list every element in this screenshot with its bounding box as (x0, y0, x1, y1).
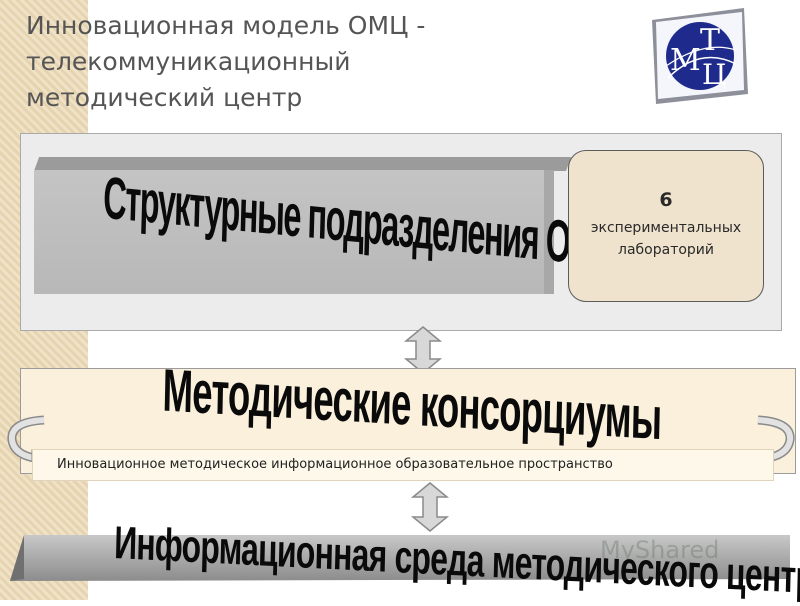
labs-count: 6 (659, 189, 673, 211)
double-arrow-lower (410, 482, 450, 532)
logo-letter-ts: Ц (702, 58, 726, 91)
title-line-3: методический центр (26, 83, 303, 112)
double-arrow-upper (403, 326, 443, 374)
structural-units-banner (34, 170, 554, 294)
omc-logo: М Т Ц (652, 8, 748, 104)
watermark: MyShared (600, 536, 720, 564)
title-line-1: Инновационная модель ОМЦ - (26, 11, 426, 40)
title-line-2: телекоммуникационный (26, 47, 351, 76)
labs-label-line-2: лабораторий (618, 242, 714, 258)
innovation-space-strip: Инновационное методическое информационно… (32, 449, 774, 481)
logo-letter-m: М (670, 43, 701, 78)
information-environment-bar (10, 535, 790, 581)
logo-letter-t: Т (700, 23, 720, 58)
labs-box: 6 экспериментальных лабораторий (568, 150, 764, 302)
labs-label-line-1: экспериментальных (590, 220, 742, 236)
page-title: Инновационная модель ОМЦ - телекоммуника… (26, 8, 566, 116)
